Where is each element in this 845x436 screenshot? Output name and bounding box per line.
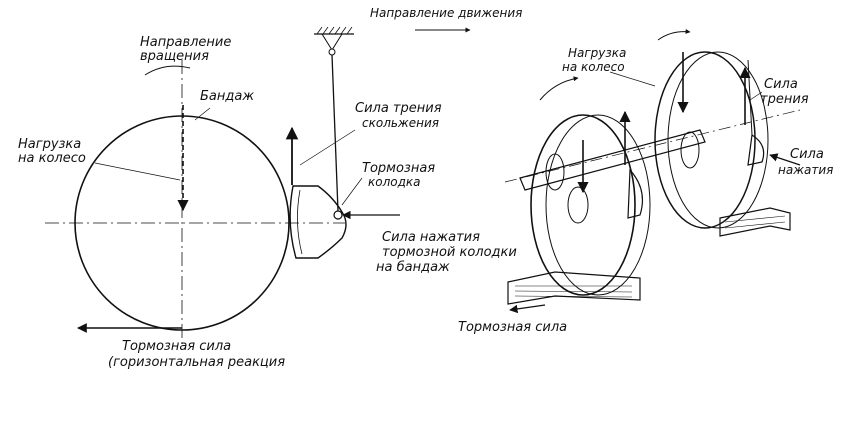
rear-brake-shoe	[747, 133, 765, 166]
axle-centerline	[504, 109, 801, 183]
rotation-arc	[144, 65, 191, 76]
hanger-rod	[331, 54, 339, 212]
side-view: Направление вращения Бандаж Нагрузка на …	[18, 26, 517, 370]
rear-journal	[680, 131, 700, 169]
iso-friction-label-2: трения	[760, 92, 809, 107]
iso-wheel-load-label-1: Нагрузка	[568, 46, 626, 60]
hanger-hatch	[316, 26, 353, 35]
front-journal	[545, 153, 565, 191]
hanger-bracket	[321, 33, 343, 51]
rear-rail	[719, 207, 791, 237]
rotation-direction-label-1: Направление	[140, 35, 231, 50]
shoe-pressure-label-3: на бандаж	[376, 260, 450, 275]
axle	[519, 129, 706, 191]
sliding-friction-label-2: скольжения	[362, 116, 439, 130]
front-brake-shoe	[627, 168, 643, 219]
brake-shoe-label-2: колодка	[368, 175, 421, 189]
front-rail-hatch	[514, 285, 633, 298]
iso-rotation-arrow-front	[539, 76, 579, 101]
load-leader	[94, 162, 181, 181]
shoe-leader	[341, 177, 363, 206]
shoe-pressure-label-1: Сила нажатия	[382, 230, 480, 245]
brake-shoe-label-1: Тормозная	[362, 161, 435, 176]
isometric-view: Нагрузка на колесо Сила трения Сила нажа…	[458, 29, 833, 335]
tire-leader	[194, 107, 211, 121]
brake-force-label-2: (горизонтальная реакция	[108, 355, 285, 370]
motion-direction-group: Направление движения	[370, 6, 522, 33]
tire-label: Бандаж	[200, 89, 254, 104]
brake-shoe-inner	[297, 189, 303, 255]
iso-rotation-arrow-rear	[657, 29, 691, 41]
front-wheel-tread	[545, 114, 651, 296]
hanger-pin	[328, 48, 336, 56]
shoe-pressure-label-2: тормозной колодки	[382, 245, 517, 260]
rotation-direction-label-2: вращения	[140, 49, 209, 64]
iso-pressure-label-2: нажатия	[778, 163, 833, 177]
brake-shoe-pivot	[333, 210, 343, 220]
brake-shoe	[289, 185, 347, 259]
sliding-friction-label-1: Сила трения	[355, 101, 442, 116]
rear-wheel-tread	[667, 51, 769, 229]
iso-brake-force-label: Тормозная сила	[458, 320, 567, 335]
iso-pressure-arrow	[769, 153, 801, 166]
iso-wheel-load-label-2: на колесо	[562, 60, 625, 74]
iso-load-leader	[609, 71, 656, 87]
iso-pressure-label-1: Сила	[790, 147, 824, 162]
friction-leader	[299, 129, 356, 166]
wheel-load-label-2: на колесо	[18, 151, 86, 166]
iso-friction-leader	[749, 91, 763, 101]
brake-force-label-1: Тормозная сила	[122, 339, 231, 354]
motion-direction-label: Направление движения	[370, 6, 522, 20]
rear-rail-hatch	[724, 215, 786, 229]
front-hub	[567, 186, 589, 224]
front-rail	[507, 271, 641, 305]
wheel-load-label-1: Нагрузка	[18, 137, 81, 152]
rear-wheel	[654, 51, 756, 229]
iso-brake-force-arrow	[509, 304, 546, 314]
iso-friction-label-1: Сила	[764, 77, 798, 92]
front-wheel	[530, 114, 636, 296]
